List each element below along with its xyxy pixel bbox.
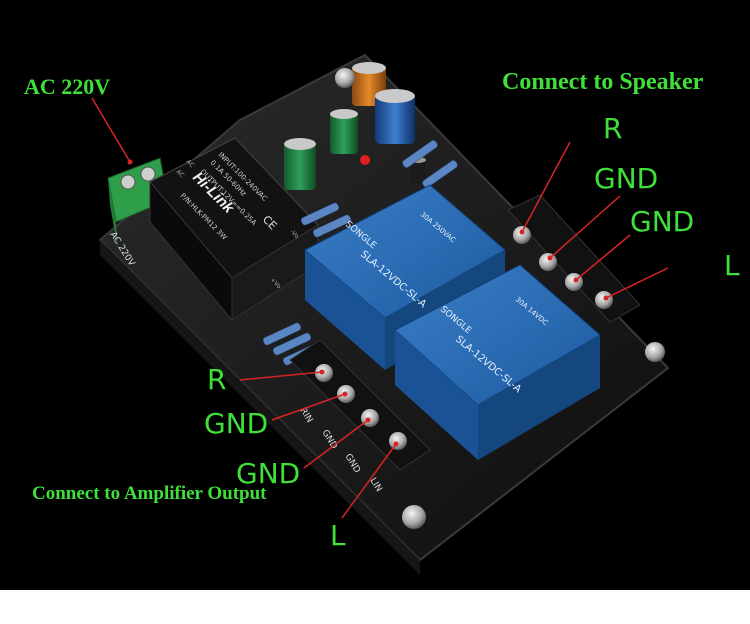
label-amp-gnd-1: GND	[204, 407, 269, 440]
label-connect-amplifier: Connect to Amplifier Output	[32, 483, 267, 504]
capacitors	[284, 62, 426, 190]
hi-link-power-module: Hi-Link INPUT:100-240VAC 0.1A 50-60Hz OU…	[149, 137, 319, 322]
relay-2: SONGLE SLA-12VDC-SL-A 30A 14VDC	[394, 264, 601, 460]
label-amp-l: L	[330, 519, 346, 552]
module-vo-minus: -Vo	[289, 228, 301, 240]
module-ac1: AC	[185, 158, 196, 169]
label-speaker-gnd-2: GND	[630, 205, 695, 238]
resistors	[262, 140, 458, 366]
mount-screw-right	[645, 342, 665, 362]
label-amp-gnd-2: GND	[236, 457, 301, 490]
label-connect-speaker: Connect to Speaker	[502, 69, 704, 95]
label-amp-r: R	[207, 363, 227, 396]
module-ac2: AC	[175, 168, 186, 179]
label-speaker-l: L	[724, 249, 740, 282]
label-speaker-gnd-1: GND	[594, 162, 659, 195]
relay-board-photo: AC 220V Hi-Link INPUT:100-240VAC 0.1A 50…	[0, 0, 750, 590]
mount-screw-top	[335, 68, 355, 88]
speaker-terminal-block	[507, 194, 641, 323]
label-ac-220v: AC 220V	[24, 74, 111, 99]
annotation-lines	[91, 97, 669, 519]
mount-screw-bottom	[402, 505, 426, 529]
label-speaker-r: R	[603, 112, 623, 145]
